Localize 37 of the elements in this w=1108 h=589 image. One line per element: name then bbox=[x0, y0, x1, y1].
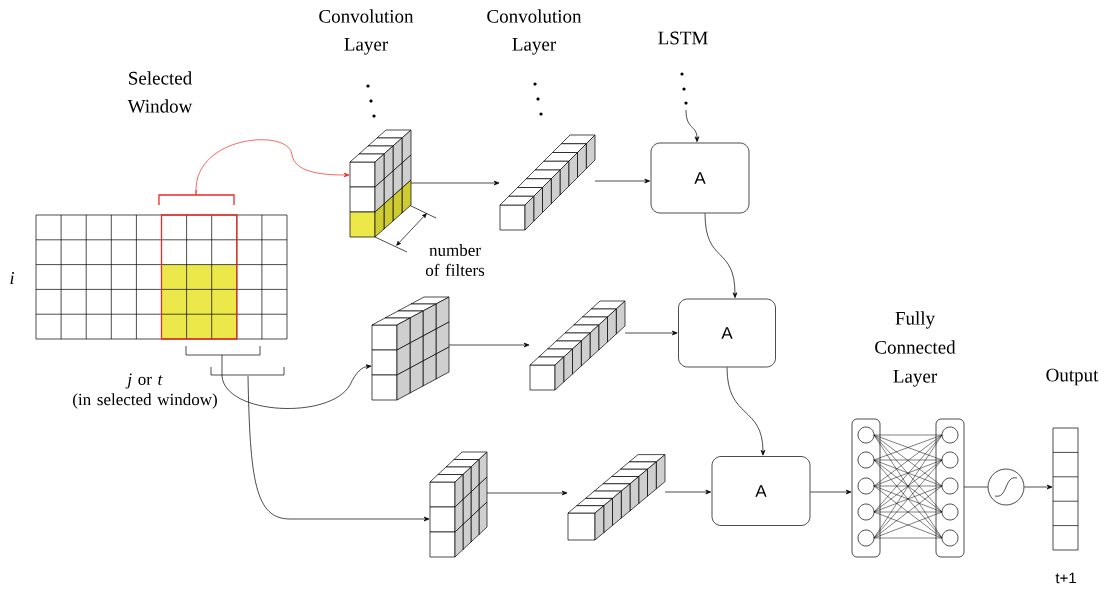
layer-heading: Convolution Layer bbox=[319, 9, 414, 55]
lstm-cell-box: A bbox=[678, 298, 776, 368]
time-label: t+1 bbox=[1055, 572, 1076, 584]
arrow bbox=[810, 489, 852, 495]
window-heading: Selected Window bbox=[127, 71, 193, 113]
arrow bbox=[594, 178, 651, 184]
arrow bbox=[624, 330, 678, 336]
arrow bbox=[1024, 484, 1053, 490]
cube-row-drawing bbox=[567, 454, 666, 541]
cube-row-drawing bbox=[529, 300, 626, 391]
arrow bbox=[704, 213, 738, 299]
dimension-label: number of filters bbox=[425, 244, 485, 276]
arrow bbox=[486, 490, 568, 496]
arrow bbox=[247, 375, 430, 522]
arrow bbox=[221, 364, 372, 409]
layer-heading: LSTM bbox=[658, 31, 708, 45]
cube-row-drawing bbox=[499, 134, 596, 231]
cube-stack-drawing bbox=[429, 451, 488, 558]
axis-label: j or t bbox=[125, 373, 163, 389]
layer-heading: Fully Connected Layer bbox=[875, 311, 956, 387]
arrow bbox=[410, 180, 500, 186]
sigmoid-circle bbox=[987, 468, 1025, 506]
output-heading: Output bbox=[1046, 368, 1099, 386]
neural-layer-drawing bbox=[851, 418, 965, 558]
arrow bbox=[726, 367, 766, 456]
lstm-cell-box: A bbox=[650, 142, 750, 214]
lstm-cell-box: A bbox=[711, 456, 811, 526]
axis-label: (in selected window) bbox=[73, 393, 217, 409]
axis-label: i bbox=[10, 272, 14, 284]
cube-stack-drawing bbox=[371, 296, 450, 401]
arrow bbox=[448, 342, 530, 348]
arrow bbox=[685, 109, 700, 143]
arrow bbox=[664, 489, 712, 495]
layer-heading: Convolution Layer bbox=[487, 9, 582, 55]
output-vector bbox=[1052, 427, 1079, 551]
cube-stack-drawing bbox=[349, 129, 412, 238]
arrow bbox=[195, 139, 350, 191]
